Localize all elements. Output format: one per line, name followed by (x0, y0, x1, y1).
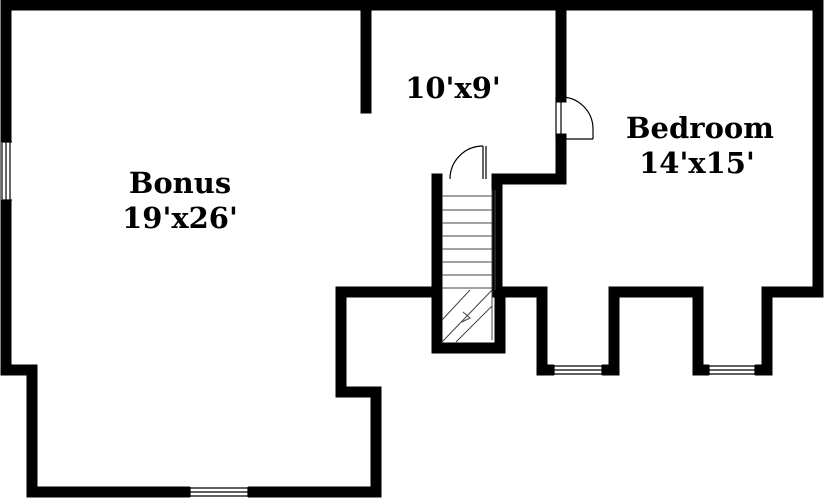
wall-bedroom-lower (491, 133, 567, 298)
bedroom-room-name: Bedroom (626, 111, 774, 145)
bonus-room-name: Bonus (129, 166, 231, 200)
window-dormer-2 (708, 364, 756, 376)
windows (1, 141, 756, 498)
bedroom-room-dimensions: 14'x15' (639, 146, 755, 180)
window-bottom (189, 486, 249, 498)
hall-dimensions: 10'x9' (405, 71, 501, 105)
window-dormer-1 (553, 364, 603, 376)
door-stair (449, 145, 487, 180)
bonus-room-dimensions: 19'x26' (122, 201, 238, 235)
room-labels: Bonus 19'x26' 10'x9' Bedroom 14'x15' (122, 71, 774, 235)
door-bedroom (555, 96, 594, 140)
doors (449, 96, 594, 180)
window-left (1, 141, 13, 201)
staircase (441, 190, 496, 343)
